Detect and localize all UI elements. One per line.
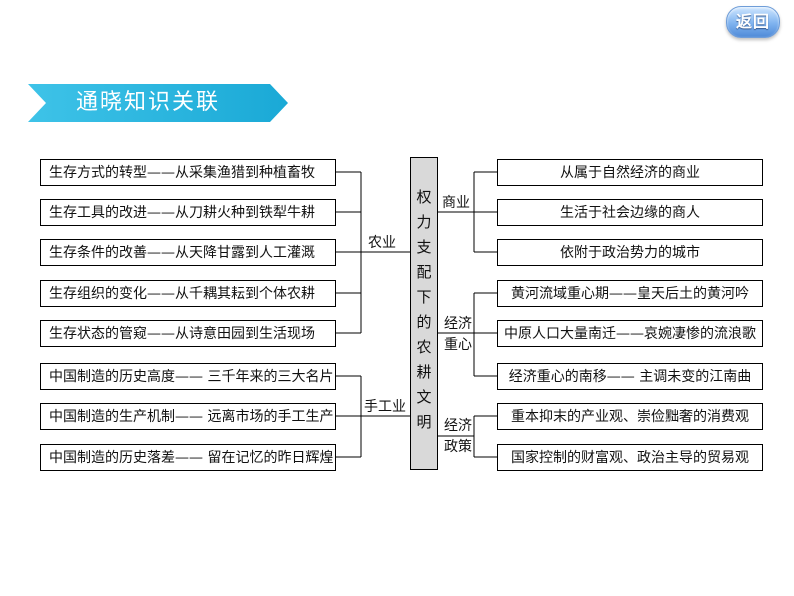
back-button[interactable]: 返回: [726, 6, 780, 38]
center-char: 配: [416, 263, 432, 281]
center-char: 文: [416, 388, 432, 406]
center-char: 农: [416, 338, 432, 356]
center-char: 权: [416, 188, 432, 206]
handicraft-item: 中国制造的历史高度—— 三千年来的三大名片: [40, 363, 336, 390]
economic-policy-item: 重本抑末的产业观、崇俭黜奢的消费观: [497, 403, 763, 430]
label-handicraft: 手工业: [364, 399, 406, 415]
label-economic-center-top: 经济: [444, 316, 472, 332]
center-char: 耕: [416, 363, 432, 381]
agriculture-item: 生存状态的管窥——从诗意田园到生活现场: [40, 320, 336, 347]
label-economic-center-bottom: 重心: [444, 337, 472, 353]
commerce-item: 从属于自然经济的商业: [497, 159, 763, 186]
handicraft-item: 中国制造的生产机制—— 远离市场的手工生产: [40, 403, 336, 430]
center-char: 下: [416, 288, 432, 306]
commerce-item: 依附于政治势力的城市: [497, 239, 763, 266]
center-topic-box: 权 力 支 配 下 的 农 耕 文 明: [410, 157, 438, 470]
handicraft-item: 中国制造的历史落差—— 留在记忆的昨日辉煌: [40, 444, 336, 471]
banner-title: 通晓知识关联: [76, 90, 221, 115]
center-char: 支: [416, 238, 432, 256]
agriculture-item: 生存条件的改善——从天降甘露到人工灌溉: [40, 239, 336, 266]
commerce-item: 生活于社会边缘的商人: [497, 199, 763, 226]
center-char: 力: [416, 213, 432, 231]
banner-arrow-shape: [28, 84, 288, 122]
label-agriculture: 农业: [368, 235, 396, 251]
agriculture-item: 生存组织的变化——从千耦其耘到个体农耕: [40, 280, 336, 307]
center-char: 明: [416, 413, 432, 431]
center-char: 的: [416, 313, 432, 331]
economic-policy-item: 国家控制的财富观、政治主导的贸易观: [497, 444, 763, 471]
economic-center-item: 经济重心的南移—— 主调未变的江南曲: [497, 363, 763, 390]
section-banner: 通晓知识关联: [28, 84, 288, 122]
agriculture-item: 生存工具的改进——从刀耕火种到铁犁牛耕: [40, 199, 336, 226]
agriculture-item: 生存方式的转型——从采集渔猎到种植畜牧: [40, 159, 336, 186]
economic-center-item: 中原人口大量南迁——哀婉凄惨的流浪歌: [497, 320, 763, 347]
label-commerce: 商业: [442, 195, 470, 211]
economic-center-item: 黄河流域重心期——皇天后土的黄河吟: [497, 280, 763, 307]
label-economic-policy-top: 经济: [444, 418, 472, 434]
label-economic-policy-bottom: 政策: [444, 439, 472, 455]
